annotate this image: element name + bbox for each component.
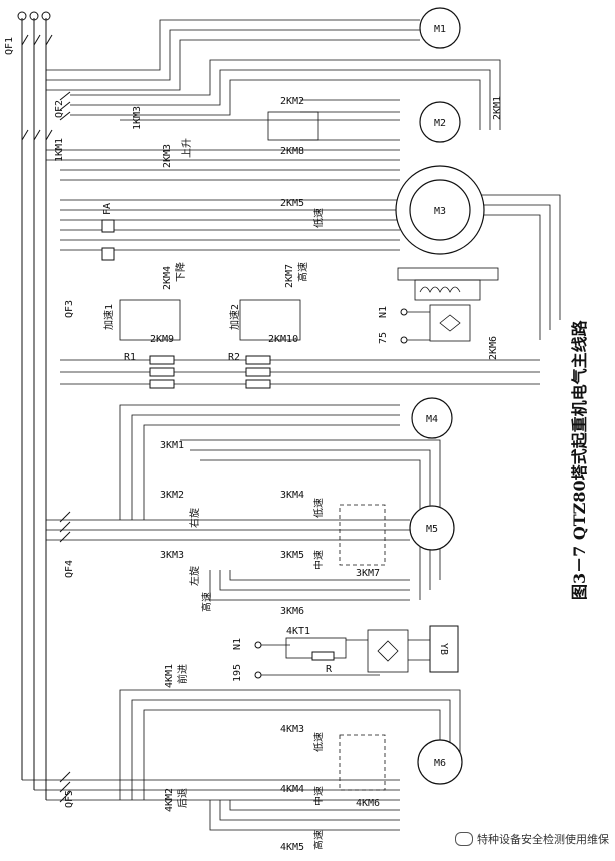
km3-1-label: 3KM1 xyxy=(160,440,184,451)
motor-m6-label: M6 xyxy=(434,758,446,769)
mid-label-m6: 中速 xyxy=(312,786,325,806)
qf5-label: QF5 xyxy=(64,790,75,808)
km4-5-label: 4KM5 xyxy=(280,842,304,853)
km2-6-label: 2KM6 xyxy=(488,336,499,360)
motor-m2-label: M2 xyxy=(434,118,446,129)
high-label-m3: 高速 xyxy=(296,262,309,282)
qf1-label: QF1 xyxy=(4,37,15,55)
low-label-m6: 低速 xyxy=(312,732,325,752)
m5-branch xyxy=(46,439,441,601)
km2-2-label: 2KM2 xyxy=(280,96,304,107)
down-label: 下降 xyxy=(174,262,187,282)
km3-2-label: 3KM2 xyxy=(160,490,184,501)
motor-m1-label: M1 xyxy=(434,24,446,35)
n75-label: 75 xyxy=(378,332,389,344)
resistor-section xyxy=(60,299,540,389)
low-label-m5: 低速 xyxy=(312,498,325,518)
motor-m4-label: M4 xyxy=(426,414,438,425)
qf4-switch xyxy=(59,511,71,543)
motor-m5-label: M5 xyxy=(426,524,438,535)
km2-1-label: 2KM1 xyxy=(492,96,503,120)
up-label: 上升 xyxy=(181,138,193,158)
km4-1-label: 4KM1 xyxy=(164,664,175,688)
km1-1-label: 1KM1 xyxy=(54,138,65,162)
n1-label-a: N1 xyxy=(378,306,389,318)
n1-label-b: N1 xyxy=(232,638,243,650)
km3-7-label: 3KM7 xyxy=(356,568,380,579)
forward-label: 前进 xyxy=(176,664,189,684)
motor-m5 xyxy=(409,505,455,551)
r2-label: R2 xyxy=(228,352,240,363)
km2-3-label: 2KM3 xyxy=(162,144,173,168)
qf4-label: QF4 xyxy=(64,560,75,578)
motor-m4 xyxy=(411,397,453,439)
watermark-text: 特种设备安全检测使用维保 xyxy=(477,833,609,846)
yb-control xyxy=(254,629,430,679)
m2-branch xyxy=(70,59,501,141)
motor-m1 xyxy=(419,7,461,49)
n195-label: 195 xyxy=(232,664,243,682)
jiasu1-label: 加速1 xyxy=(103,304,115,330)
km2-7-label: 2KM7 xyxy=(284,264,295,288)
km3-4-label: 3KM4 xyxy=(280,490,304,501)
watermark: 特种设备安全检测使用维保 xyxy=(455,831,609,847)
mid-label-m5: 中速 xyxy=(312,550,325,570)
fa-label: FA xyxy=(102,203,113,215)
main-bus xyxy=(17,11,53,800)
brake-unit xyxy=(397,267,499,344)
m6-branch xyxy=(22,689,461,831)
km4-6-label: 4KM6 xyxy=(356,798,380,809)
km1-3-label: 1KM3 xyxy=(132,106,143,130)
qf3-label: QF3 xyxy=(64,300,75,318)
km2-4-label: 2KM4 xyxy=(162,266,173,290)
km3-6-label: 3KM6 xyxy=(280,606,304,617)
high-label-m6: 高速 xyxy=(312,830,325,850)
yb-label: YB xyxy=(438,643,449,655)
low-label-m3: 低速 xyxy=(312,208,325,228)
right-turn-label: 右旋 xyxy=(188,508,201,528)
km4-3-label: 4KM3 xyxy=(280,724,304,735)
motor-m2 xyxy=(419,101,461,143)
high-label-m5: 高速 xyxy=(200,592,213,612)
km2-8-label: 2KM8 xyxy=(280,146,304,157)
m1-branch xyxy=(46,19,420,91)
fa-box-2 xyxy=(101,247,115,261)
fa-box-1 xyxy=(101,219,115,233)
qf2-label: QF2 xyxy=(54,100,65,118)
labels: QF1 QF2 QF3 QF4 QF5 1KM1 1KM3 2KM1 2KM2 … xyxy=(4,37,503,853)
km4-2-label: 4KM2 xyxy=(164,788,175,812)
qf2-switch xyxy=(59,91,71,121)
r1-label: R1 xyxy=(124,352,136,363)
km3-5-label: 3KM5 xyxy=(280,550,304,561)
left-turn-label: 左旋 xyxy=(188,566,201,586)
m3-branch xyxy=(46,149,561,340)
kt-label: 4KT1 xyxy=(286,626,310,637)
diagram-caption: 图3－7 QTZ80塔式起重机电气主线路 xyxy=(570,319,589,600)
km3-3-label: 3KM3 xyxy=(160,550,184,561)
yb-box xyxy=(429,625,459,673)
km2-5-label: 2KM5 xyxy=(280,198,304,209)
km2-10-label: 2KM10 xyxy=(268,334,298,345)
km2-9-label: 2KM9 xyxy=(150,334,174,345)
motor-m6 xyxy=(417,739,463,785)
qf5-switch xyxy=(59,771,71,803)
r-label: R xyxy=(326,664,333,675)
motor-m3-label: M3 xyxy=(434,206,446,217)
motor-m3-inner xyxy=(409,179,471,241)
m4-branch xyxy=(119,404,400,520)
km4-4-label: 4KM4 xyxy=(280,784,304,795)
jiasu2-label: 加速2 xyxy=(229,304,241,330)
backward-label: 后退 xyxy=(177,788,189,808)
wechat-icon xyxy=(455,832,473,846)
